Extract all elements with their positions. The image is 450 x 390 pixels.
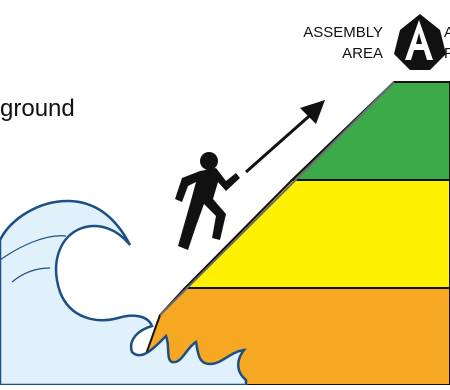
tsunami-wave-icon <box>0 199 248 387</box>
hill-slope-line <box>159 81 395 316</box>
clipped-text-a: A <box>444 24 450 41</box>
up-right-arrow-icon <box>245 100 325 174</box>
assembly-area-label-line2: AREA <box>342 45 383 62</box>
assembly-area-label-line1: ASSEMBLY <box>303 24 383 41</box>
ground-caption: ground <box>0 95 75 122</box>
hill-top-band <box>289 81 450 181</box>
hill-middle-band <box>182 179 450 289</box>
assembly-area-a-icon <box>394 14 446 70</box>
clipped-text-f: F <box>444 45 450 62</box>
running-person-icon <box>175 152 240 250</box>
